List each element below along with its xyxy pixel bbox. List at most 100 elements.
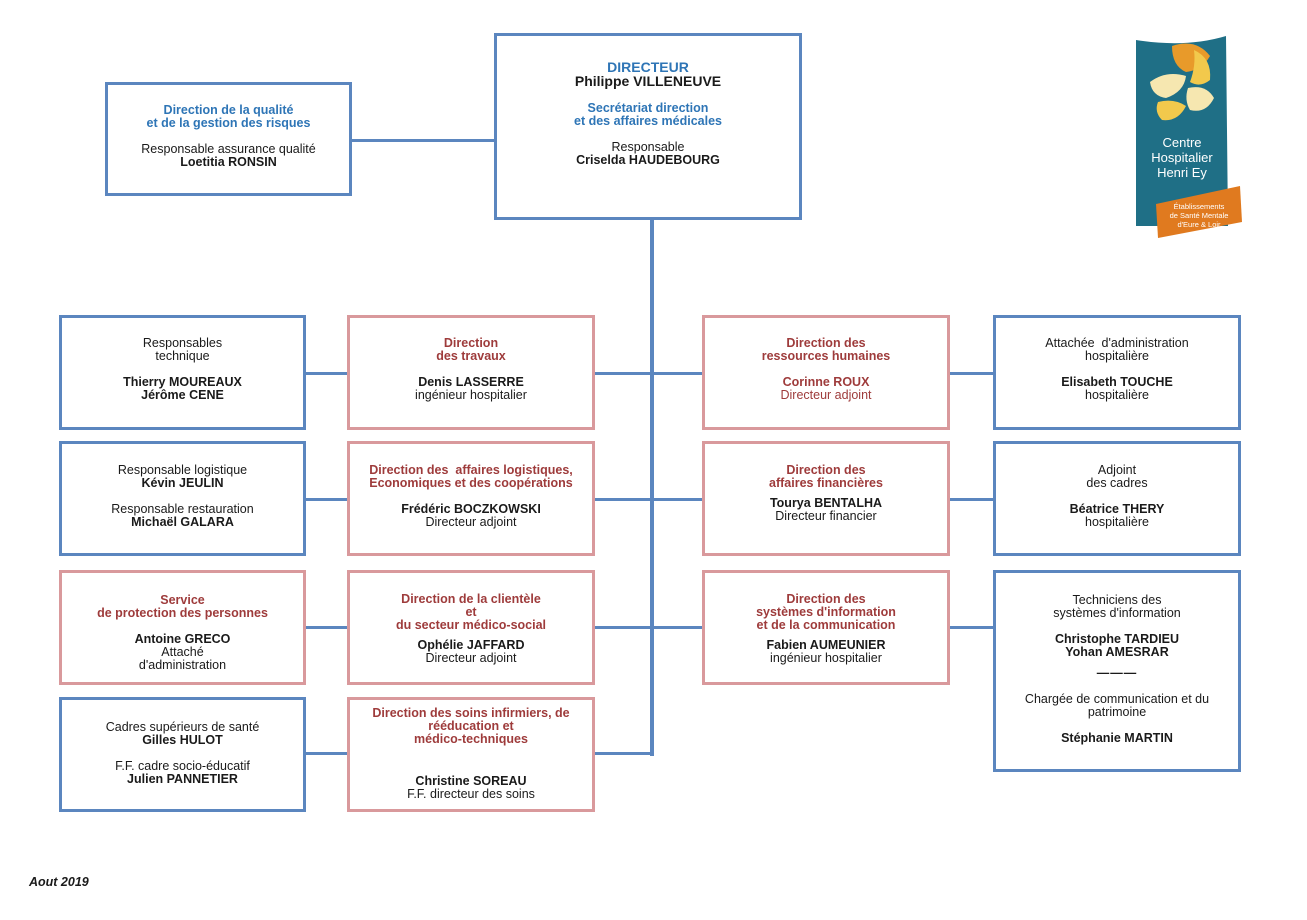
- logistics-staff-box: Responsable logistique Kévin JEULIN Resp…: [59, 441, 306, 556]
- logo-text-2: Hospitalier: [1151, 150, 1213, 165]
- is-title-1: Direction des: [786, 592, 866, 606]
- hr-title-1: Direction des: [786, 336, 866, 350]
- clientele-title-1: Direction de la clientèle: [401, 592, 541, 606]
- is-role: ingénieur hospitalier: [770, 651, 882, 665]
- quality-person: Loetitia RONSIN: [180, 155, 277, 169]
- nursing-direction-box: Direction des soins infirmiers, de réédu…: [347, 697, 595, 812]
- secretariat-title-2: et des affaires médicales: [574, 114, 722, 128]
- connector-outer-right-1: [948, 372, 995, 375]
- comm-person: Stéphanie MARTIN: [1061, 731, 1173, 745]
- is-person: Fabien AUMEUNIER: [766, 638, 886, 652]
- socio-educ-role: F.F. cadre socio-éducatif: [115, 759, 250, 773]
- is-staff-role-2: systèmes d'information: [1053, 606, 1181, 620]
- deputy-person: Béatrice THERY: [1069, 502, 1165, 516]
- connector-outer-left-2: [304, 498, 350, 501]
- nursing-title-3: médico-techniques: [414, 732, 528, 746]
- connector-outer-left-3: [304, 626, 350, 629]
- admin-attache-person: Elisabeth TOUCHE: [1061, 375, 1173, 389]
- protection-title-2: de protection des personnes: [97, 606, 268, 620]
- clientele-title-2: et: [465, 605, 477, 619]
- connector-right-2: [652, 498, 704, 501]
- connector-left-2: [594, 498, 652, 501]
- is-staff-role-1: Techniciens des: [1072, 593, 1162, 607]
- secretariat-title-1: Secrétariat direction: [587, 101, 709, 115]
- catering-person: Michaël GALARA: [131, 515, 234, 529]
- technical-role-2: technique: [155, 349, 210, 363]
- technical-person-1: Thierry MOUREAUX: [123, 375, 242, 389]
- clientele-person: Ophélie JAFFARD: [417, 638, 525, 652]
- logistics-direction-box: Direction des affaires logistiques, Econ…: [347, 441, 595, 556]
- deputy-managers-box: Adjoint des cadres Béatrice THERY hospit…: [993, 441, 1241, 556]
- logo-text-1: Centre: [1162, 135, 1202, 150]
- hr-title-2: ressources humaines: [761, 349, 891, 363]
- connector-outer-left-4: [304, 752, 350, 755]
- connector-trunk: [650, 219, 654, 756]
- hr-person: Corinne ROUX: [782, 375, 870, 389]
- quality-title-1: Direction de la qualité: [163, 103, 294, 117]
- deputy-role-2: des cadres: [1086, 476, 1148, 490]
- finance-direction-box: Direction des affaires financières Toury…: [702, 441, 950, 556]
- works-person: Denis LASSERRE: [418, 375, 524, 389]
- deputy-role-3: hospitalière: [1085, 515, 1149, 529]
- logistics-direction-person: Frédéric BOCZKOWSKI: [401, 502, 541, 516]
- secretariat-person: Criselda HAUDEBOURG: [576, 153, 720, 167]
- finance-title-1: Direction des: [786, 463, 866, 477]
- connector-left-1: [594, 372, 652, 375]
- works-title-1: Direction: [443, 336, 499, 350]
- connector-left-4: [594, 752, 652, 755]
- hr-role: Directeur adjoint: [780, 388, 872, 402]
- is-direction-box: Direction des systèmes d'information et …: [702, 570, 950, 685]
- finance-person: Tourya BENTALHA: [769, 496, 883, 510]
- secretariat-role: Responsable: [611, 140, 685, 154]
- works-role: ingénieur hospitalier: [415, 388, 527, 402]
- deputy-role-1: Adjoint: [1097, 463, 1137, 477]
- director-box: DIRECTEUR Philippe VILLENEUVE Secrétaria…: [494, 33, 802, 220]
- protection-role-2: d'administration: [138, 658, 227, 672]
- logistics-person: Kévin JEULIN: [141, 476, 224, 490]
- logistics-direction-title-1: Direction des affaires logistiques,: [369, 463, 573, 477]
- quality-title-2: et de la gestion des risques: [146, 116, 311, 130]
- technical-box: Responsables technique Thierry MOUREAUX …: [59, 315, 306, 430]
- logistics-direction-title-2: Economiques et des coopérations: [369, 476, 573, 490]
- logo-tag-2: de Santé Mentale: [1169, 211, 1229, 220]
- director-name: Philippe VILLENEUVE: [574, 73, 722, 89]
- admin-attache-role-1: Attachée d'administration: [1045, 336, 1189, 350]
- is-staff-box: Techniciens des systèmes d'information C…: [993, 570, 1241, 772]
- hospital-logo: Centre Hospitalier Henri Ey Établissemen…: [1136, 36, 1242, 242]
- connector-right-1: [652, 372, 704, 375]
- connector-left-3: [594, 626, 652, 629]
- nursing-title-2: rééducation et: [428, 719, 514, 733]
- protection-person: Antoine GRECO: [134, 632, 231, 646]
- admin-attache-role-3: hospitalière: [1085, 388, 1149, 402]
- is-title-3: et de la communication: [756, 618, 896, 632]
- catering-role: Responsable restauration: [111, 502, 254, 516]
- logo-tag-1: Établissements: [1173, 202, 1225, 211]
- clientele-role: Directeur adjoint: [425, 651, 517, 665]
- connector-right-3: [652, 626, 704, 629]
- logo-graphic: [1136, 36, 1242, 238]
- clientele-direction-box: Direction de la clientèle et du secteur …: [347, 570, 595, 685]
- quality-box: Direction de la qualité et de la gestion…: [105, 82, 352, 196]
- finance-title-2: affaires financières: [769, 476, 883, 490]
- connector-outer-right-3: [948, 626, 995, 629]
- nursing-role: F.F. directeur des soins: [407, 787, 535, 801]
- date-footer: Aout 2019: [29, 875, 89, 889]
- health-managers-person: Gilles HULOT: [142, 733, 223, 747]
- logo-text-3: Henri Ey: [1157, 165, 1207, 180]
- is-staff-person-1: Christophe TARDIEU: [1054, 632, 1180, 646]
- director-title: DIRECTEUR: [607, 59, 689, 75]
- protection-title-1: Service: [160, 593, 205, 607]
- technical-person-2: Jérôme CENE: [141, 388, 224, 402]
- separator: ———: [1096, 666, 1138, 680]
- admin-attache-box: Attachée d'administration hospitalière E…: [993, 315, 1241, 430]
- protection-box: Service de protection des personnes Anto…: [59, 570, 306, 685]
- protection-role-1: Attaché: [161, 645, 204, 659]
- clientele-title-3: du secteur médico-social: [395, 618, 547, 632]
- hr-direction-box: Direction des ressources humaines Corinn…: [702, 315, 950, 430]
- works-direction-box: Direction des travaux Denis LASSERRE ing…: [347, 315, 595, 430]
- socio-educ-person: Julien PANNETIER: [127, 772, 238, 786]
- technical-role-1: Responsables: [142, 336, 223, 350]
- is-title-2: systèmes d'information: [756, 605, 896, 619]
- comm-role-1: Chargée de communication et du: [1024, 692, 1210, 706]
- connector-director-quality: [350, 139, 496, 142]
